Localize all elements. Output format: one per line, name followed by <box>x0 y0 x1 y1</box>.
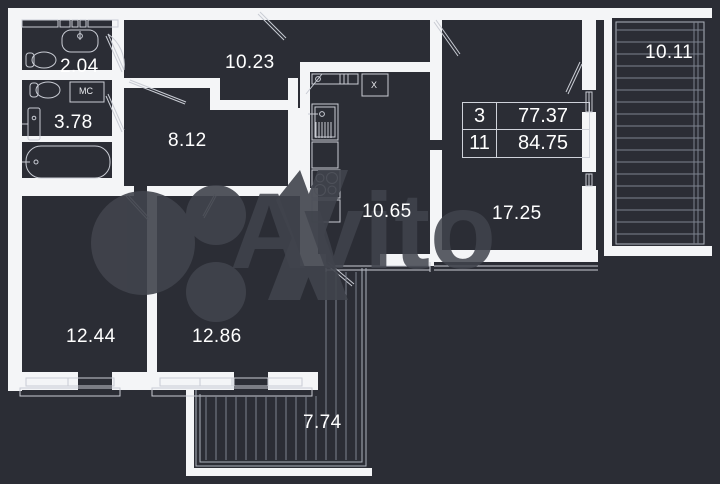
room-label-bedroom-right: 12.86 <box>192 326 242 347</box>
refrigerator-label: X <box>371 80 378 90</box>
bathtub-fixture <box>22 145 111 179</box>
room-label-living-room: 17.25 <box>492 203 542 224</box>
door-living-right <box>565 61 583 95</box>
balcony-bottom-hatch <box>195 268 367 467</box>
rooms-count-cell: 3 <box>463 103 497 130</box>
window-bedroom-left <box>19 377 121 397</box>
room-label-balcony-right: 10.11 <box>645 42 694 63</box>
cooktop <box>311 169 341 199</box>
door-living-left <box>433 19 461 57</box>
door-bedroom-right <box>202 193 217 219</box>
room-label-hall-upper: 10.23 <box>225 52 275 73</box>
door-small-bathroom <box>105 33 125 73</box>
window-top-left <box>21 19 119 28</box>
room-label-kitchen: 10.65 <box>362 201 412 222</box>
floor-cell: 11 <box>463 130 497 157</box>
area-total-cell: 84.75 <box>517 132 569 154</box>
washing-machine-box <box>69 81 105 103</box>
door-entry-top <box>257 11 287 41</box>
sink-fixture-small-bath <box>61 29 99 53</box>
toilet-fixture-small-bath <box>25 51 57 69</box>
room-label-bedroom-left: 12.44 <box>66 326 116 347</box>
balcony-right-hatch <box>615 21 705 245</box>
washing-machine-label: MC <box>79 86 93 96</box>
kitchen-counter-top <box>311 73 359 85</box>
area-primary-cell: 77.37 <box>497 103 589 130</box>
room-label-hall-lower: 8.12 <box>168 130 207 151</box>
window-living-bottom <box>434 265 598 271</box>
kitchen-sink <box>308 103 339 141</box>
door-bedroom-left <box>125 193 150 221</box>
toilet-fixture-main-bath <box>29 81 61 99</box>
room-label-bathroom-small: 2.04 <box>60 56 99 77</box>
refrigerator-box <box>361 73 389 97</box>
room-label-bathroom-main: 3.78 <box>54 112 93 133</box>
door-main-bathroom <box>105 93 125 133</box>
door-hall-to-upper <box>128 79 187 105</box>
window-living-right-2 <box>585 173 593 187</box>
apartment-info-table: 3 77.37 11 84.75 <box>462 102 590 158</box>
room-label-balcony-bottom: 7.74 <box>303 412 342 433</box>
kitchen-cabinet <box>311 141 339 169</box>
walls <box>8 8 712 476</box>
window-bedroom-right <box>151 377 313 397</box>
vanity-fixture-main-bath <box>22 107 41 141</box>
